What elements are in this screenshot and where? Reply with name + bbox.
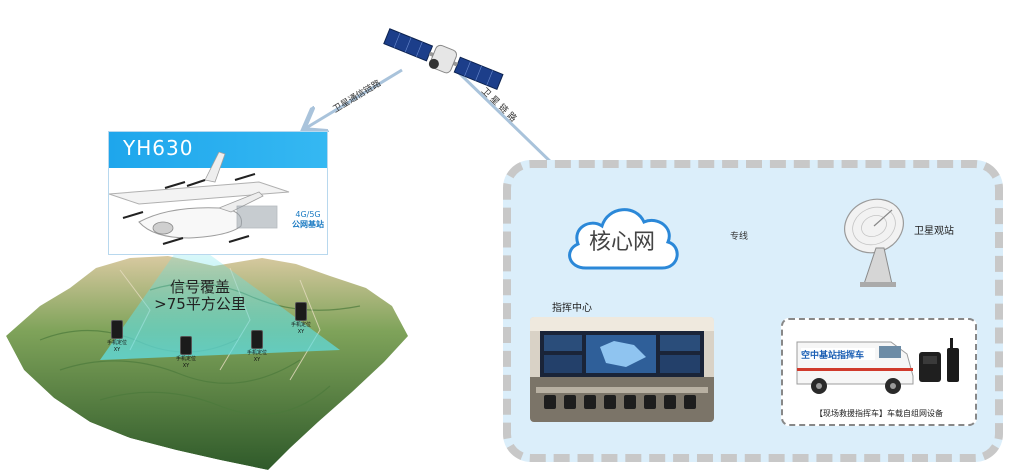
vehicle-brand-label: 空中基站指挥车 [801,351,865,361]
phone-location-marker: 手机定位 XY [169,336,203,369]
phone-icon [111,320,123,339]
vehicle-caption: 【现场救援指挥车】车载自组网设备 [815,409,943,418]
command-vehicle-image [796,338,959,394]
phone-icon [251,330,263,349]
phone-caption-1: 手机定位 [246,350,267,356]
command-center-label: 指挥中心 [552,303,592,314]
phone-caption-2: XY [253,357,261,363]
ground-station-label: 卫星观站 [914,226,954,237]
link-label-satellite-drone: 卫星通信链路 [331,78,383,116]
command-center-image [530,317,714,422]
drone-card: YH630 4G/5G 公网基站 [108,131,328,255]
drone-icon [109,152,290,245]
coverage-line1: 信号覆盖 [169,278,230,296]
phone-caption-1: 手机定位 [290,322,311,328]
coverage-beam [100,250,340,360]
core-network-label: 核心网 [588,230,655,255]
phone-caption-2: XY [113,347,121,353]
satellite-icon [383,28,504,90]
base-station-line1: 4G/5G [295,210,321,219]
phone-caption-1: 手机定位 [106,340,127,346]
phone-location-marker: 手机定位 XY [100,320,134,353]
base-station-label: 4G/5G 公网基站 [292,210,324,230]
satellite-dish-icon [844,198,904,287]
phone-caption-2: XY [297,329,305,335]
cloud-icon [568,208,679,270]
base-station-line2: 公网基站 [292,220,324,229]
link-label-core-ground: 专线 [730,232,749,242]
phone-caption-2: XY [182,363,190,369]
drone-model-title: YH630 [123,136,194,160]
phone-icon [180,336,192,355]
terrain-map-image [0,250,408,474]
phone-location-marker: 手机定位 XY [240,330,274,363]
vehicle-equipment-box: 空中基站指挥车 [781,318,977,426]
phone-icon [295,302,307,321]
phone-caption-1: 手机定位 [175,356,196,362]
coverage-title: 信号覆盖 >75平方公里 [140,279,260,313]
phone-location-marker: 手机定位 XY [284,302,318,335]
coverage-line2: >75平方公里 [154,295,246,313]
